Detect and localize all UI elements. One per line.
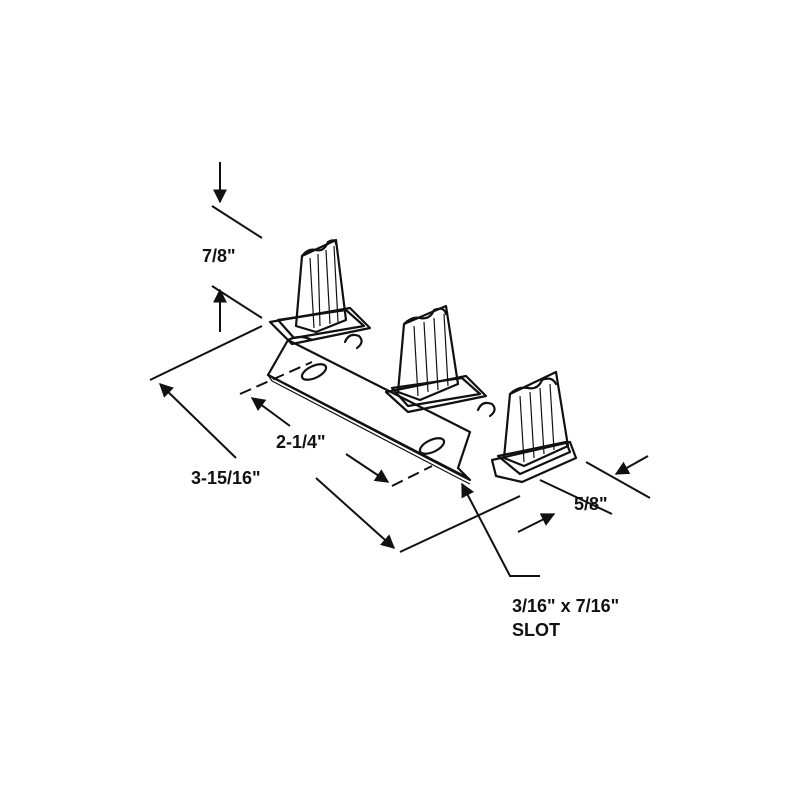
label-slot-size: 3/16" x 7/16" (512, 596, 620, 616)
guide-post-right (490, 370, 578, 484)
label-slot-word: SLOT (512, 620, 560, 640)
label-overall-length: 3-15/16" (191, 468, 261, 488)
dimension-width (517, 455, 651, 533)
guide-post-left (268, 238, 372, 346)
dimension-height (211, 162, 263, 332)
label-slot-spacing: 2-1/4" (276, 432, 326, 452)
dimension-overall-length (149, 325, 521, 553)
mounting-slot-left (300, 363, 328, 381)
notch-right (476, 401, 496, 418)
label-width: 5/8" (574, 494, 608, 514)
dimension-slot-spacing (239, 361, 433, 487)
mounting-slot-right (418, 437, 446, 455)
guide-post-middle (384, 304, 488, 414)
base-plate (266, 333, 496, 485)
notch-left (343, 333, 363, 350)
slot-callout-leader (461, 482, 540, 577)
label-height: 7/8" (202, 246, 236, 266)
